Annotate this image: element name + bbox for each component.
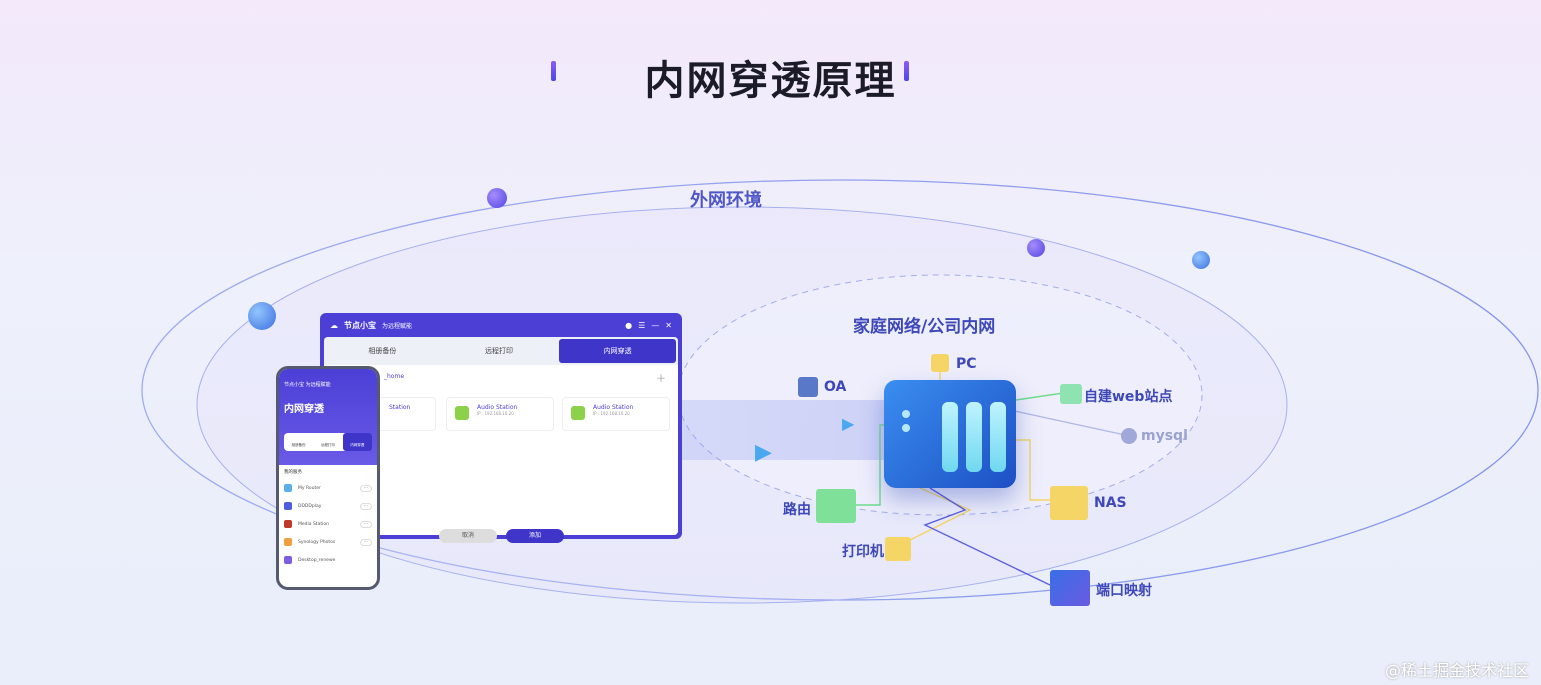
mobile-tab-active[interactable]: 内网穿透: [342, 433, 372, 451]
service-name: Audio Station: [593, 404, 634, 411]
node-web: 自建web站点: [1084, 389, 1173, 405]
app-logo-icon: ☁: [330, 320, 338, 330]
close-icon[interactable]: ✕: [665, 320, 672, 330]
server-device-icon: [884, 380, 1016, 488]
printer-icon: [885, 537, 911, 561]
tab-intranet-penetration[interactable]: 内网穿透: [559, 339, 677, 363]
audio-station-icon: [571, 406, 585, 420]
mobile-header: 节点小宝 为远程赋能: [284, 382, 331, 388]
inner-network-label: 家庭网络/公司内网: [853, 317, 996, 337]
cancel-button[interactable]: 取消: [439, 529, 497, 543]
list-item[interactable]: Desktop_renewe: [279, 551, 377, 569]
add-button[interactable]: 添加: [506, 529, 564, 543]
node-printer: 打印机: [842, 544, 884, 560]
app-name: 节点小宝: [344, 320, 376, 330]
arrow-icon: ▶: [755, 440, 772, 465]
mobile-title: 内网穿透: [284, 404, 324, 415]
list-item[interactable]: Synology Photos···: [279, 533, 377, 551]
service-name: Audio Station: [477, 404, 518, 411]
mobile-tab[interactable]: 远程打印: [320, 443, 335, 447]
node-mysql: mysql: [1141, 428, 1188, 444]
node-oa: OA: [824, 379, 847, 395]
outer-network-label: 外网环境: [690, 190, 762, 211]
audio-station-icon: [455, 406, 469, 420]
list-item[interactable]: Media Station···: [279, 515, 377, 533]
node-pc: PC: [956, 356, 977, 372]
title-marker-left: [551, 61, 556, 81]
watermark: @稀土掘金技术社区: [1384, 661, 1529, 680]
mobile-tab[interactable]: 相册备份: [291, 443, 306, 447]
node-router: 路由: [783, 502, 811, 518]
pc-icon: [931, 354, 949, 372]
service-ip: IP : 192.168.10.20: [477, 411, 514, 416]
tab-remote-print[interactable]: 远程打印: [485, 347, 513, 355]
node-port-mapping: 端口映射: [1096, 583, 1152, 599]
list-item[interactable]: DDDDplay···: [279, 497, 377, 515]
orbit-dot: [1192, 251, 1210, 269]
database-icon: [1121, 428, 1137, 444]
mobile-app: 节点小宝 为远程赋能 内网穿透 相册备份 远程打印 内网穿透 我的服务 My R…: [276, 366, 380, 590]
minimize-icon[interactable]: —: [651, 320, 660, 330]
mobile-section-title: 我的服务: [284, 470, 302, 475]
desktop-app-window: ☁ 节点小宝 为远程赋能 ● ☰ — ✕ 相册备份 远程打印 内网穿透 _hom…: [320, 313, 682, 543]
group-name: _home: [384, 373, 405, 380]
title-marker-right: [904, 61, 909, 81]
oa-icon: [798, 377, 818, 397]
service-name: Station: [389, 404, 411, 411]
node-nas: NAS: [1094, 495, 1127, 511]
tab-photo-backup[interactable]: 相册备份: [368, 347, 397, 355]
page-title: 内网穿透原理: [644, 58, 897, 104]
orbit-dot: [248, 302, 276, 330]
nas-icon: [1050, 486, 1088, 520]
orbit-dot: [1027, 239, 1045, 257]
orbit-dot: [487, 188, 507, 208]
arrow-icon: ▶: [842, 414, 855, 433]
port-mapping-icon: [1050, 570, 1090, 606]
add-icon[interactable]: ＋: [656, 374, 666, 385]
avatar[interactable]: ●: [625, 320, 633, 330]
list-item[interactable]: My Router···: [279, 479, 377, 497]
app-slogan: 为远程赋能: [382, 322, 413, 330]
menu-icon[interactable]: ☰: [638, 320, 646, 330]
web-icon: [1060, 384, 1082, 404]
router-icon: [816, 489, 856, 523]
service-ip: IP : 192.168.10.20: [593, 411, 630, 416]
